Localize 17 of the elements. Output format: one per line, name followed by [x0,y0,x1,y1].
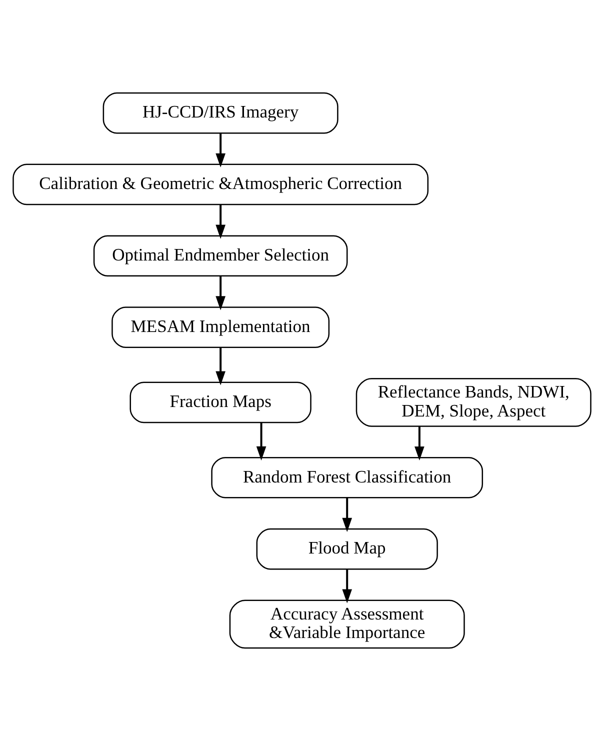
node-box: Accuracy Assessment &Variable Importance [229,599,465,648]
arrow [216,276,226,310]
arrow [216,204,226,238]
node-box: Calibration & Geometric &Atmospheric Correction [12,163,429,205]
arrow [256,422,266,460]
node-box: Fraction Maps [130,381,312,423]
arrow [216,132,226,167]
node-box: HJ-CCD/IRS Imagery [102,92,338,134]
arrow [342,568,352,603]
node-box: Flood Map [256,528,438,570]
node-box: Reflectance Bands, NDWI, DEM, Slope, Aspect [356,378,592,426]
arrow [342,497,352,532]
arrow [216,346,226,385]
arrow [414,426,424,460]
node-box: MESAM Implementation [112,306,330,348]
node-box: Random Forest Classification [211,456,484,498]
node-box: Optimal Endmember Selection [93,234,348,276]
